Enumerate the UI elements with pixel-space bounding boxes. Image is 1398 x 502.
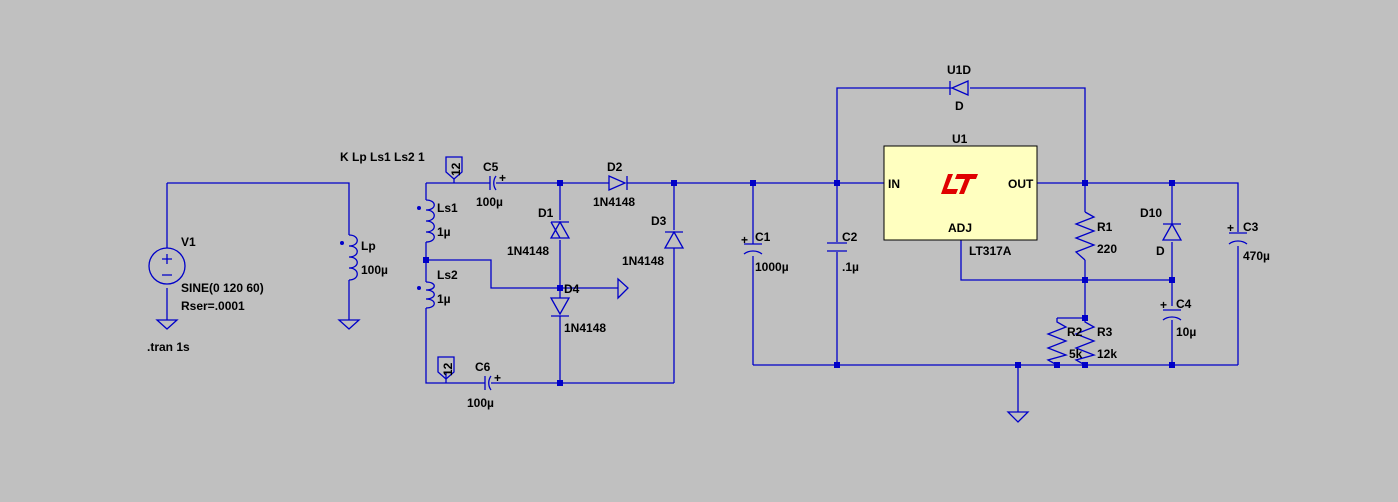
u1-part: LT317A [969, 244, 1012, 258]
c3-name: C3 [1243, 220, 1259, 234]
diode-d4[interactable] [549, 297, 571, 317]
d10-name: D10 [1140, 206, 1162, 220]
ls2-value: 1µ [437, 292, 451, 306]
d4-value: 1N4148 [564, 321, 606, 335]
r1-value: 220 [1097, 242, 1117, 256]
capacitor-c4[interactable]: + [1160, 298, 1182, 321]
c6-name: C6 [475, 360, 491, 374]
u1-name: U1 [952, 132, 968, 146]
v1-value: SINE(0 120 60) [181, 281, 264, 295]
r3-value: 12k [1097, 347, 1117, 361]
regulator-u1[interactable] [883, 145, 1038, 241]
resistor-r3[interactable] [1074, 318, 1097, 366]
junction-dots [423, 180, 1175, 386]
c3-value: 470µ [1243, 249, 1270, 263]
lp-name: Lp [361, 239, 376, 253]
diode-d10[interactable] [1161, 222, 1183, 241]
coupling-directive: K Lp Ls1 Ls2 1 [340, 150, 425, 164]
wires-regulator [752, 87, 1239, 412]
svg-text:+: + [741, 233, 748, 247]
c4-name: C4 [1176, 297, 1192, 311]
d10-value: D [1156, 244, 1165, 258]
ground-main [1006, 411, 1030, 423]
c1-name: C1 [755, 230, 771, 244]
d3-value: 1N4148 [622, 254, 664, 268]
wires-primary [166, 182, 350, 320]
diode-d3[interactable] [663, 230, 685, 249]
d2-value: 1N4148 [593, 195, 635, 209]
ls1-value: 1µ [437, 225, 451, 239]
r2-value: 5k [1069, 347, 1083, 361]
lt-logo-icon [941, 174, 978, 194]
inductor-lp[interactable] [340, 234, 358, 281]
net-flag-top [445, 156, 463, 180]
ground-v1 [155, 319, 179, 330]
d1-name: D1 [538, 206, 554, 220]
c1-value: 1000µ [755, 260, 789, 274]
ground-lp [337, 319, 361, 330]
r3-name: R3 [1097, 325, 1113, 339]
net-label-top: 12 [449, 162, 463, 176]
resistor-r2[interactable] [1046, 318, 1069, 366]
c6-value: 100µ [467, 396, 494, 410]
capacitor-c6[interactable]: + [478, 371, 501, 391]
svg-text:+: + [1160, 298, 1167, 312]
capacitor-c1[interactable]: + [741, 233, 763, 255]
inductor-ls2[interactable] [417, 281, 435, 309]
capacitor-c3[interactable]: + [1227, 221, 1248, 245]
diode-d1[interactable] [549, 220, 571, 239]
net-label-bottom: 12 [441, 362, 455, 376]
svg-text:+: + [1227, 221, 1234, 235]
d2-name: D2 [607, 160, 623, 174]
resistor-r1[interactable] [1074, 211, 1096, 261]
u1-pin-in: IN [888, 177, 900, 191]
output-port [617, 277, 629, 300]
d1-value: 1N4148 [507, 244, 549, 258]
svg-text:+: + [494, 371, 501, 385]
d3-name: D3 [651, 214, 667, 228]
c5-value: 100µ [476, 195, 503, 209]
ls1-name: Ls1 [437, 201, 458, 215]
r1-name: R1 [1097, 220, 1113, 234]
v1-name: V1 [181, 235, 196, 249]
c4-value: 10µ [1176, 325, 1196, 339]
c2-value: .1µ [842, 260, 859, 274]
c5-name: C5 [483, 160, 499, 174]
d4-name: D4 [564, 282, 580, 296]
net-flag-bottom [437, 356, 455, 380]
inductor-ls1[interactable] [417, 199, 435, 243]
v1-series-resistance: Rser=.0001 [181, 299, 245, 313]
ls2-name: Ls2 [437, 268, 458, 282]
diode-u1d[interactable] [949, 80, 969, 96]
capacitor-c5[interactable]: + [483, 171, 506, 191]
lp-value: 100µ [361, 263, 388, 277]
u1d-value: D [955, 99, 964, 113]
r2-name: R2 [1067, 325, 1083, 339]
capacitor-c2[interactable] [827, 242, 847, 252]
source-v1[interactable] [148, 247, 186, 285]
u1-pin-out: OUT [1008, 177, 1034, 191]
diode-d2[interactable] [608, 175, 628, 191]
u1d-name: U1D [947, 63, 971, 77]
c2-name: C2 [842, 230, 858, 244]
tran-directive: .tran 1s [147, 340, 190, 354]
svg-text:+: + [499, 171, 506, 185]
u1-pin-adj: ADJ [948, 221, 972, 235]
